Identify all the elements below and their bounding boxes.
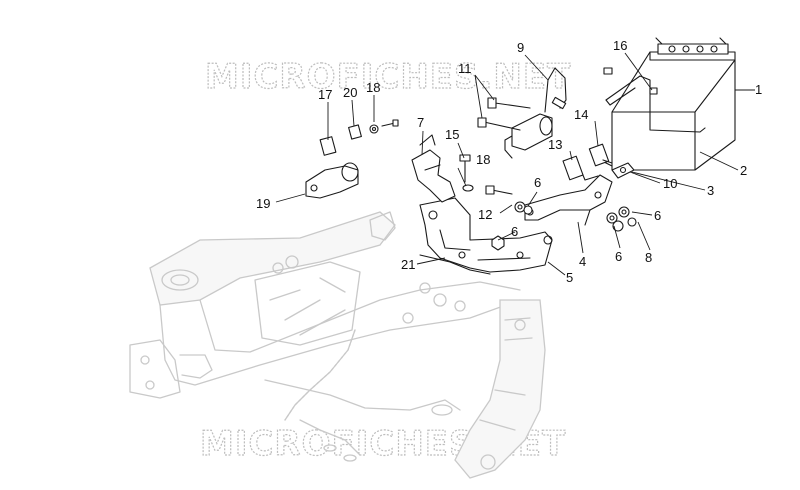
- callout-labels: 1 2 3 4 5 6 6 6 6 7 8 9 10 11 12 13 14 1…: [256, 38, 762, 285]
- callout-6-lower: 6: [615, 249, 622, 264]
- leader-lines: [275, 52, 755, 276]
- sensor-assembly: [305, 119, 399, 199]
- callout-2: 2: [740, 163, 747, 178]
- callout-7: 7: [417, 115, 424, 130]
- callout-10: 10: [663, 176, 677, 191]
- battery-tray: [524, 143, 635, 226]
- callout-6-mid: 6: [511, 224, 518, 239]
- callout-20: 20: [343, 85, 357, 100]
- callout-6-right: 6: [654, 208, 661, 223]
- mounting-plate: [411, 134, 553, 275]
- callout-11: 11: [458, 61, 472, 76]
- callout-9: 9: [517, 40, 524, 55]
- callout-13: 13: [548, 137, 562, 152]
- callout-5: 5: [566, 270, 573, 285]
- callout-17: 17: [318, 87, 332, 102]
- callout-21: 21: [401, 257, 415, 272]
- callout-3: 3: [707, 183, 714, 198]
- callout-15: 15: [445, 127, 459, 142]
- callout-14: 14: [574, 107, 588, 122]
- callout-19: 19: [256, 196, 270, 211]
- callout-4: 4: [579, 254, 586, 269]
- callout-8: 8: [645, 250, 652, 265]
- starter-relay: [477, 67, 567, 159]
- frame-outline: [129, 211, 546, 479]
- fasteners: [459, 67, 658, 251]
- battery: [605, 37, 736, 171]
- watermark-top: MICROFICHES.NET: [205, 57, 571, 97]
- callout-1: 1: [755, 82, 762, 97]
- callout-6-upper: 6: [534, 175, 541, 190]
- callout-18-mid: 18: [476, 152, 490, 167]
- callout-16: 16: [613, 38, 627, 53]
- callout-12: 12: [478, 207, 492, 222]
- callout-18-left: 18: [366, 80, 380, 95]
